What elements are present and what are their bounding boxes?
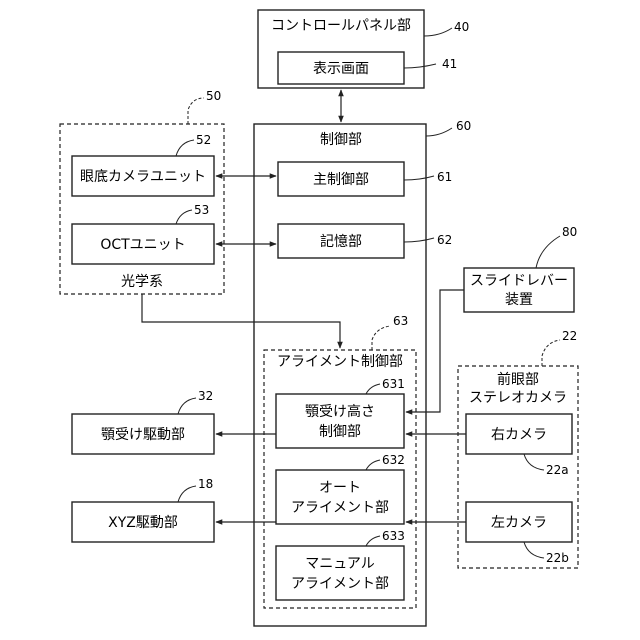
ref-53: 53 <box>194 203 209 217</box>
ref-52: 52 <box>196 133 211 147</box>
chin-height-line1: 顎受け高さ <box>305 403 375 420</box>
ref-22a-leader <box>524 454 544 470</box>
chin-height-line2: 制御部 <box>319 424 361 440</box>
ref-53-leader <box>176 210 192 224</box>
ref-50-leader <box>188 98 204 124</box>
ref-63: 63 <box>393 314 408 328</box>
right-camera-label: 右カメラ <box>491 427 547 443</box>
manual-alignment-line2: アライメント部 <box>291 576 389 592</box>
stereo-camera-line1: 前眼部 <box>497 371 539 388</box>
main-control-label: 主制御部 <box>313 172 369 188</box>
ref-32-leader <box>178 398 196 414</box>
ref-631: 631 <box>382 377 405 391</box>
ref-22b-leader <box>524 542 544 558</box>
ref-40-leader <box>424 28 452 36</box>
ref-80-leader <box>536 236 560 268</box>
xyz-drive-label: XYZ駆動部 <box>108 515 178 531</box>
ref-50: 50 <box>206 89 221 103</box>
ref-18: 18 <box>198 477 213 491</box>
ref-41: 41 <box>442 57 457 71</box>
left-camera-label: 左カメラ <box>491 515 547 531</box>
auto-alignment-line1: オート <box>319 480 361 496</box>
ref-22: 22 <box>562 329 577 343</box>
alignment-control-label: アライメント制御部 <box>277 354 403 370</box>
optical-system-label: 光学系 <box>121 274 163 290</box>
display-screen-label: 表示画面 <box>313 61 369 77</box>
ref-18-leader <box>178 486 196 502</box>
ref-60-leader <box>426 128 452 136</box>
chin-drive-label: 顎受け駆動部 <box>101 427 185 443</box>
ref-52-leader <box>176 140 194 156</box>
ref-61: 61 <box>437 170 452 184</box>
control-unit-label: 制御部 <box>320 132 362 148</box>
oct-unit-label: OCTユニット <box>100 237 185 253</box>
ref-633: 633 <box>382 529 405 543</box>
ref-62: 62 <box>437 233 452 247</box>
storage-label: 記憶部 <box>320 233 362 250</box>
ref-40: 40 <box>454 20 469 34</box>
ref-32: 32 <box>198 389 213 403</box>
stereo-camera-line2: ステレオカメラ <box>469 390 567 406</box>
ref-22b: 22b <box>546 551 569 565</box>
fundus-camera-label: 眼底カメラユニット <box>80 169 206 185</box>
ref-60: 60 <box>456 119 471 133</box>
ref-22-leader <box>542 340 560 366</box>
ref-80: 80 <box>562 225 577 239</box>
slide-lever-line1: スライドレバー <box>470 273 568 289</box>
control-panel-label: コントロールパネル部 <box>271 18 411 34</box>
manual-alignment-line1: マニュアル <box>305 556 375 572</box>
slide-lever-line2: 装置 <box>505 292 533 308</box>
auto-alignment-line2: アライメント部 <box>291 500 389 516</box>
ref-632: 632 <box>382 453 405 467</box>
ref-22a: 22a <box>546 463 569 477</box>
